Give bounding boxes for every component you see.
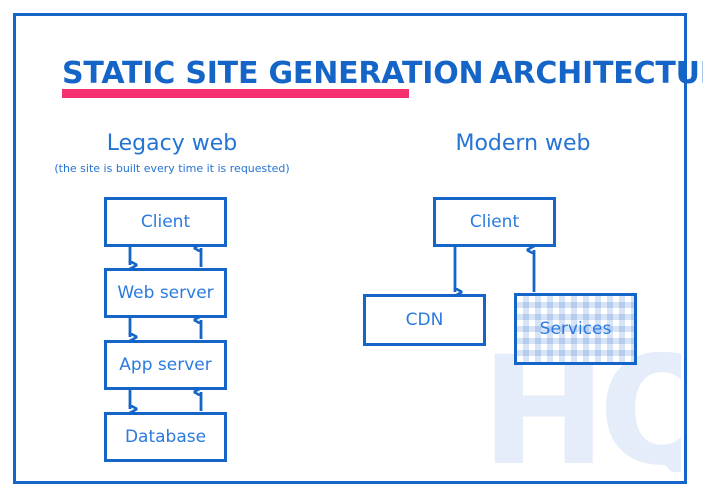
node-modern-client[interactable]: Client [433,197,556,247]
column-heading-legacy: Legacy web [106,131,238,156]
node-label: App server [119,355,212,375]
column-heading-modern: Modern web [455,131,591,156]
node-legacy-app-server[interactable]: App server [104,340,227,390]
hq-watermark: HQ [481,352,681,472]
node-label: Web server [117,283,214,303]
page-title: STATIC SITE GENERATIONARCHITECTURE [62,57,703,99]
column-subheading-legacy: (the site is built every time it is requ… [54,162,290,175]
title-part-one: STATIC SITE GENERATION [62,56,484,91]
node-label: Database [124,427,207,447]
node-label: Client [140,212,191,232]
title-part-two: ARCHITECTURE [489,56,703,91]
node-modern-cdn[interactable]: CDN [363,294,486,346]
node-label: Services [539,319,612,339]
node-legacy-web-server[interactable]: Web server [104,268,227,318]
title-highlight-bar [62,89,409,98]
node-label: Client [469,212,520,232]
node-legacy-client[interactable]: Client [104,197,227,247]
node-label: CDN [405,310,444,330]
node-legacy-database[interactable]: Database [104,412,227,462]
node-modern-services[interactable]: Services [514,293,637,365]
